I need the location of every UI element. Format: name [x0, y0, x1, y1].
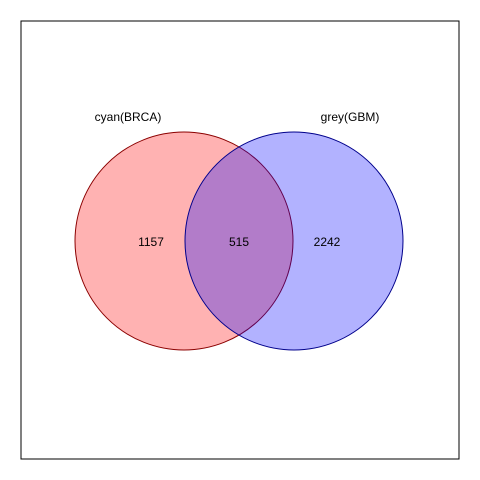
count-left-only: 1157: [138, 235, 164, 249]
plot-frame: [20, 20, 460, 460]
count-intersection: 515: [229, 235, 249, 249]
set-label-right: grey(GBM): [321, 110, 380, 124]
set-label-left: cyan(BRCA): [95, 110, 162, 124]
set-circle-left: [74, 131, 294, 351]
set-circle-right: [184, 131, 404, 351]
count-right-only: 2242: [314, 235, 341, 249]
